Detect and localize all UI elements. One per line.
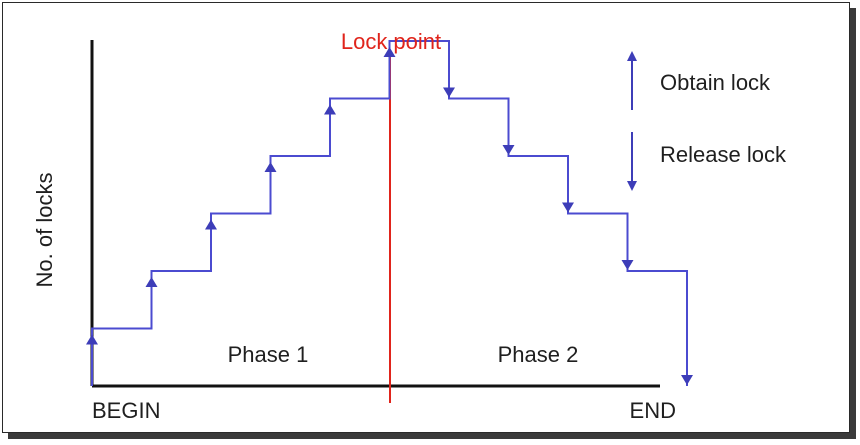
obtain-lock-arrow-4 (324, 104, 336, 115)
release-lock-arrow-9 (621, 260, 634, 270)
lock-point-label: Lock point (341, 29, 441, 54)
lock-steps (86, 40, 693, 386)
obtain-lock-arrow-2 (205, 219, 217, 230)
obtain-lock-arrow-5 (383, 47, 396, 57)
lock-count-step-line (91, 40, 688, 386)
release-lock-arrow-8 (562, 202, 574, 213)
release-lock-arrow-7 (502, 145, 515, 155)
obtain-lock-arrow-1 (145, 277, 158, 287)
phase-1-label: Phase 1 (228, 342, 309, 367)
y-axis-label: No. of locks (32, 173, 57, 288)
release-lock-label: Release lock (660, 142, 787, 167)
obtain-lock-arrow-3 (264, 162, 277, 172)
obtain-lock-label: Obtain lock (660, 70, 771, 95)
end-label: END (630, 398, 676, 423)
legend: Obtain lock Release lock (627, 51, 787, 191)
obtain-lock-arrow-0 (86, 334, 98, 345)
release-lock-arrow-10 (681, 375, 693, 385)
diagram-frame (2, 2, 850, 433)
phase-2-label: Phase 2 (498, 342, 579, 367)
release-lock-arrow-6 (443, 87, 455, 98)
begin-label: BEGIN (92, 398, 160, 423)
